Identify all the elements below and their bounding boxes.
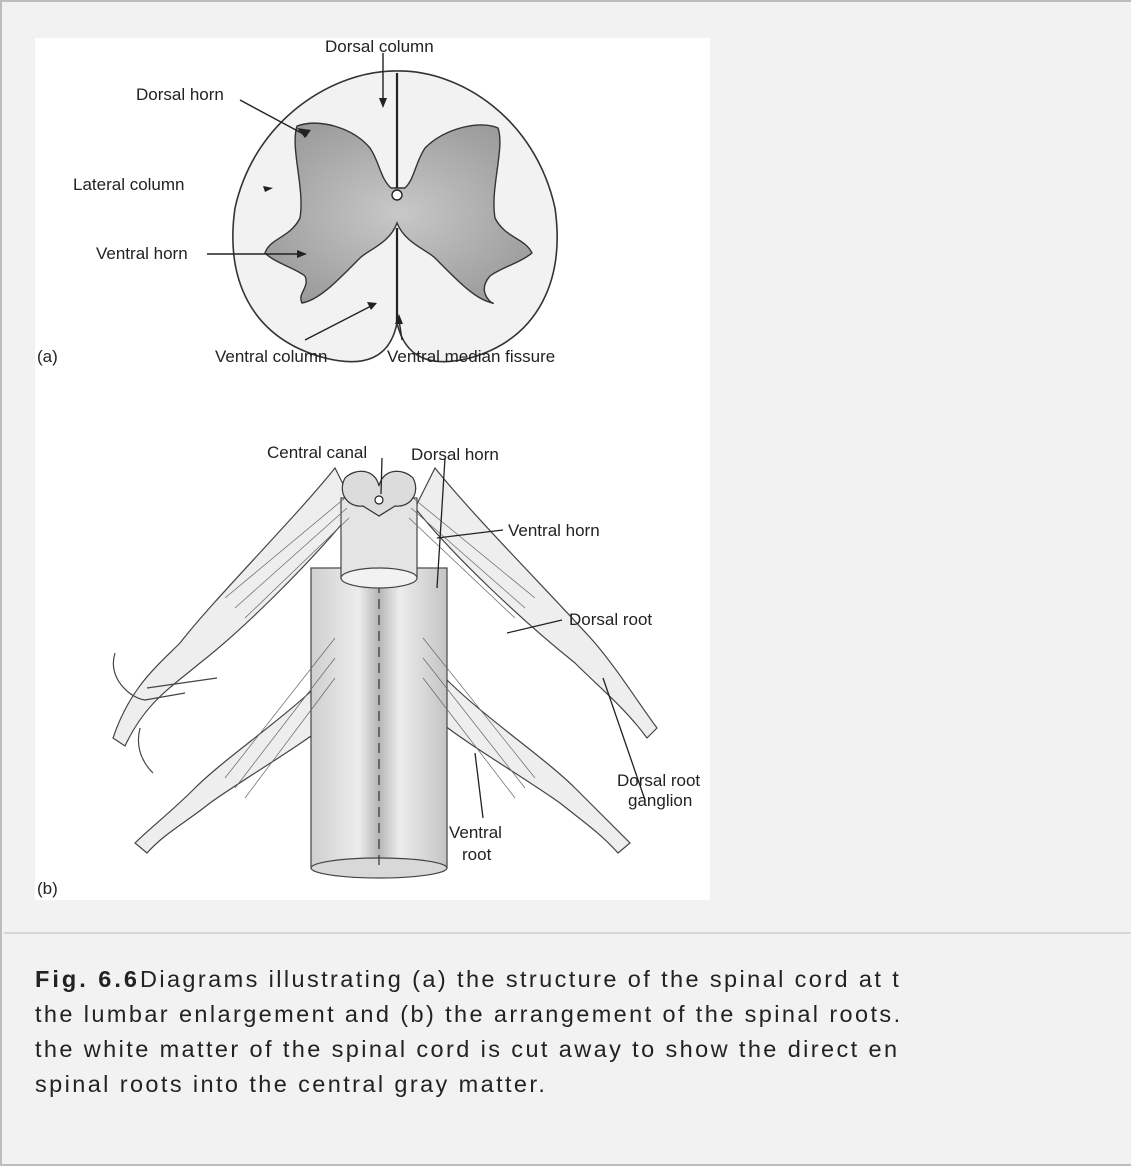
label-ventral-column: Ventral column — [215, 347, 327, 366]
spinal-cord-diagram: Dorsal column Dorsal horn Lateral column… — [35, 38, 710, 900]
caption-line-4: spinal roots into the central gray matte… — [35, 1067, 1131, 1102]
label-ventral-root-2: root — [462, 845, 492, 864]
figure-caption: Fig. 6.6Diagrams illustrating (a) the st… — [35, 962, 1131, 1102]
label-central-canal: Central canal — [267, 443, 367, 462]
caption-line-2: the lumbar enlargement and (b) the arran… — [35, 997, 1131, 1032]
figure-image: Dorsal column Dorsal horn Lateral column… — [35, 38, 710, 900]
panel-b-tag: (b) — [37, 879, 58, 898]
label-dorsal-horn-b: Dorsal horn — [411, 445, 499, 464]
label-ventral-root-1: Ventral — [449, 823, 502, 842]
caption-divider — [4, 932, 1131, 934]
caption-line-1: Fig. 6.6Diagrams illustrating (a) the st… — [35, 962, 1131, 997]
caption-line-3: the white matter of the spinal cord is c… — [35, 1032, 1131, 1067]
label-lateral-column: Lateral column — [73, 175, 185, 194]
label-dorsal-horn-a: Dorsal horn — [136, 85, 224, 104]
figure-label: Fig. 6.6 — [35, 966, 140, 992]
label-dorsal-column: Dorsal column — [325, 38, 434, 56]
label-dorsal-root-ganglion-1: Dorsal root — [617, 771, 700, 790]
label-dorsal-root: Dorsal root — [569, 610, 652, 629]
label-ventral-horn-a: Ventral horn — [96, 244, 188, 263]
caption-text-1: Diagrams illustrating (a) the structure … — [140, 966, 901, 992]
label-dorsal-root-ganglion-2: ganglion — [628, 791, 692, 810]
label-ventral-horn-b: Ventral horn — [508, 521, 600, 540]
central-canal-circle — [392, 190, 402, 200]
panel-a-tag: (a) — [37, 347, 58, 366]
cross-section — [207, 53, 557, 362]
label-ventral-median-fissure: Ventral median fissure — [387, 347, 555, 366]
